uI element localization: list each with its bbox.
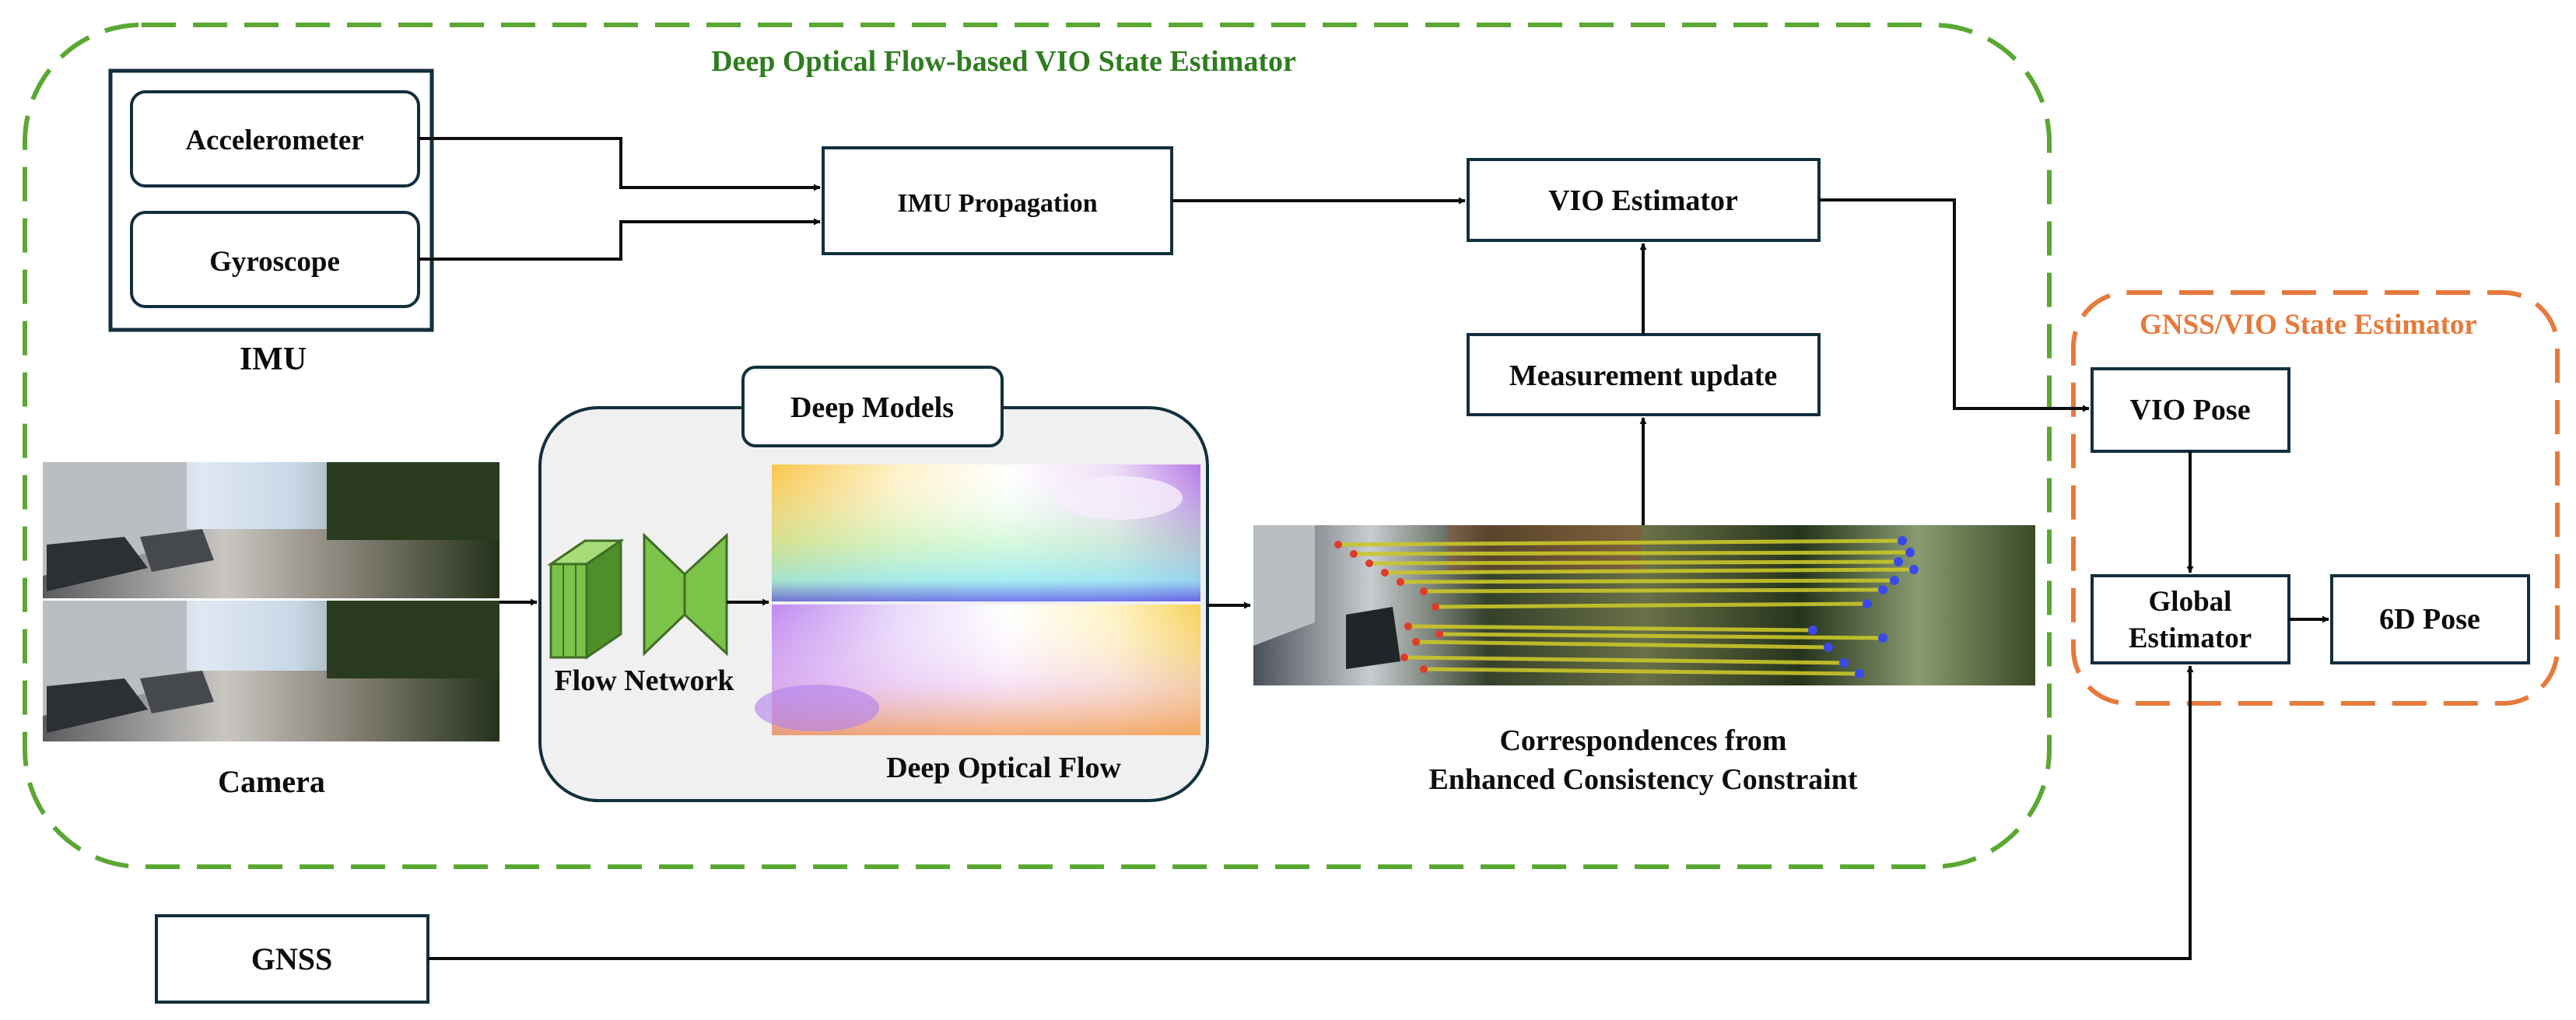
arrow-accelerometer-to-imu-propagation [419, 137, 821, 191]
deep-models-title-box [741, 366, 1004, 447]
imu-propagation-box [822, 146, 1173, 255]
vio-group-outline [23, 23, 2052, 869]
vio-group-title: Deep Optical Flow-based VIO State Estima… [711, 45, 1296, 78]
imu-frame [108, 68, 434, 332]
gnss-group-outline [2071, 290, 2560, 706]
encoder-decoder-icon [547, 532, 728, 660]
correspondences-label-line2: Enhanced Consistency Constraint [1428, 763, 1857, 796]
vio-pose-label: VIO Pose [2129, 394, 2250, 426]
arrow-vio-estimator-to-vio-pose [1819, 198, 2090, 412]
six-d-pose-box [2330, 574, 2530, 664]
arrow-gnss-to-global-estimator [428, 665, 2194, 960]
feature-matches-image [1253, 525, 2035, 685]
camera-image [43, 462, 499, 741]
deep-optical-flow-label: Deep Optical Flow [886, 752, 1121, 784]
measurement-update-box [1467, 333, 1821, 416]
arrow-gyroscope-to-imu-propagation [419, 218, 821, 261]
global-estimator-box [2091, 574, 2290, 664]
camera-label: Camera [218, 764, 325, 799]
global-estimator-label-line2: Estimator [2129, 622, 2252, 654]
deep-models-title: Deep Models [790, 391, 954, 424]
gyroscope-label: Gyroscope [209, 246, 340, 278]
imu-label: IMU [240, 342, 307, 377]
optical-flow-colormap-image [755, 464, 1200, 735]
gnss-label: GNSS [251, 941, 333, 976]
gnss-group-title: GNSS/VIO State Estimator [2140, 309, 2477, 341]
imu-propagation-label: IMU Propagation [897, 189, 1097, 218]
connectors [419, 137, 2329, 960]
accelerometer-label: Accelerometer [185, 124, 363, 156]
measurement-update-label: Measurement update [1509, 359, 1777, 392]
global-estimator-label-line1: Global [2149, 586, 2232, 618]
gnss-box [155, 914, 429, 1004]
vio-estimator-label: VIO Estimator [1548, 184, 1738, 217]
flow-network-label: Flow Network [554, 664, 734, 697]
vio-pose-box [2091, 367, 2290, 453]
correspondences-label-line1: Correspondences from [1499, 724, 1786, 757]
six-d-pose-label: 6D Pose [2379, 603, 2480, 636]
